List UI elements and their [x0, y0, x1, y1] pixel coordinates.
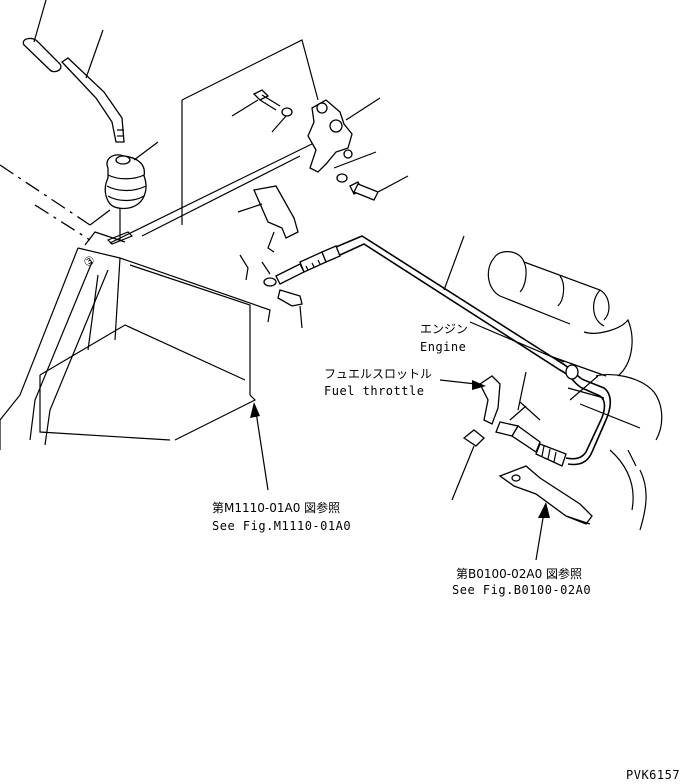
lower-bracket: [498, 465, 593, 525]
callout-arrows: [250, 321, 565, 561]
fuel-throttle-label-jp: フュエルスロットル: [324, 367, 432, 381]
svg-text:③: ③: [81, 252, 98, 270]
figure-reference-2-en: See Fig.B0100-02A0: [452, 583, 591, 597]
figure-reference-jp: 第M1110-01A0 図参照: [212, 500, 340, 515]
lever-assembly: [22, 0, 321, 245]
throttle-cable: [275, 235, 612, 501]
fuel-throttle-label-en: Fuel throttle: [324, 384, 424, 398]
floor-frame: ③: [0, 164, 271, 450]
engine-label-jp: エンジン: [420, 322, 468, 336]
bellcrank-assembly: [231, 89, 409, 201]
figure-reference-2-jp: 第B0100-02A0 図参照: [456, 566, 582, 581]
drawing-code: PVK6157: [626, 768, 680, 782]
engine-outline: [487, 251, 663, 531]
figure-reference-en: See Fig.M1110-01A0: [212, 519, 351, 533]
cable-bracket: [237, 185, 303, 329]
engine-label-en: Engine: [420, 340, 466, 354]
